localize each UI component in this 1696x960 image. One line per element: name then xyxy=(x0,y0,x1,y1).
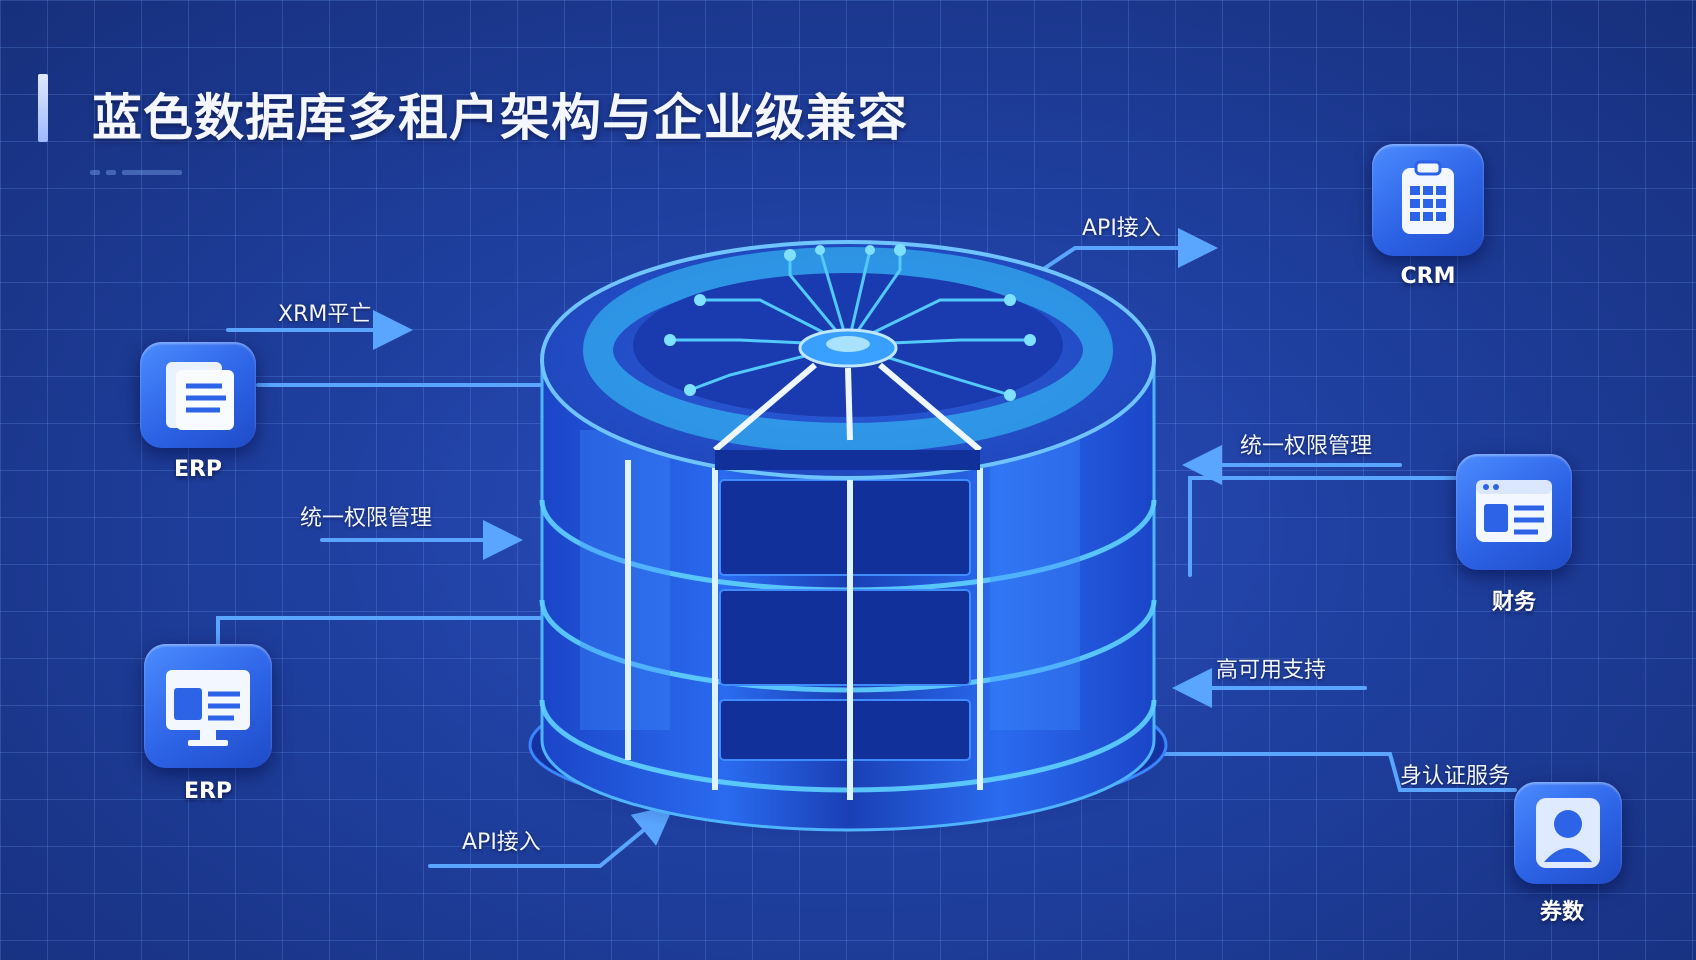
api-bottom-connector xyxy=(428,804,675,868)
finance-connector xyxy=(1188,476,1457,577)
erp-bottom-connector xyxy=(216,616,542,647)
label-api-bottom: API接入 xyxy=(462,830,541,855)
node-label-erp-bottom: ERP xyxy=(183,779,233,804)
auth-connector xyxy=(1128,752,1517,792)
node-label-finance: 财务 xyxy=(1491,590,1536,615)
label-perm-right: 统一权限管理 xyxy=(1240,434,1373,459)
label-ha: 高可用支持 xyxy=(1216,658,1327,683)
user-avatar-icon[interactable] xyxy=(1514,782,1622,884)
label-auth: 身认证服务 xyxy=(1400,764,1511,789)
label-api-top: API接入 xyxy=(1082,216,1161,241)
node-label-erp-top: ERP xyxy=(173,457,223,482)
profile-card-icon[interactable] xyxy=(1456,454,1572,570)
page-title: 蓝色数据库多租户架构与企业级兼容 xyxy=(92,89,908,147)
title-accent-bar xyxy=(38,74,48,142)
monitor-dashboard-icon[interactable] xyxy=(144,644,272,768)
calendar-grid-icon[interactable] xyxy=(1372,144,1484,256)
node-label-crm: CRM xyxy=(1400,264,1456,289)
label-perm-left: 统一权限管理 xyxy=(300,506,433,531)
title-decoration xyxy=(90,160,210,200)
label-xrm: XRM平亡 xyxy=(278,302,372,327)
document-list-icon[interactable] xyxy=(140,342,256,448)
node-label-identity: 券数 xyxy=(1539,900,1584,925)
